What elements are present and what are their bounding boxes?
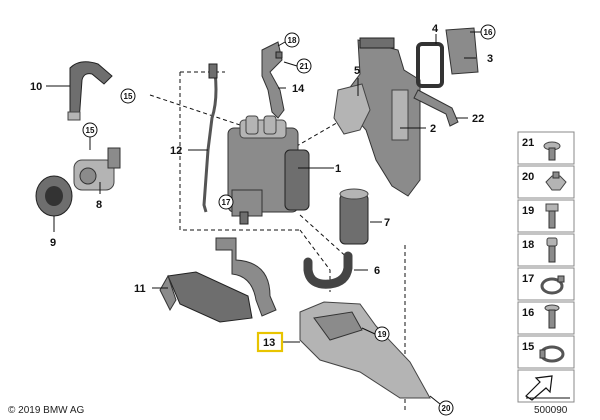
- legend-label-15: 15: [522, 341, 534, 353]
- legend-label-18: 18: [522, 239, 534, 251]
- callout-9: 9: [50, 237, 56, 249]
- circle-callout-15b: 15: [82, 122, 98, 150]
- copyright-text: © 2019 BMW AG: [8, 405, 85, 416]
- exhaust-silencer-part-11: [159, 237, 277, 323]
- callout-8: 8: [96, 199, 102, 211]
- diagram-number: 500090: [534, 405, 568, 416]
- direction-arrow-icon: [525, 375, 570, 401]
- cover-plate-part-3: [445, 27, 479, 75]
- circle-callout-16: 16: [470, 24, 496, 40]
- svg-text:15: 15: [124, 92, 133, 101]
- u-hose-part-6: [303, 251, 353, 289]
- circle-callout-19: 19: [361, 326, 390, 342]
- bracket-part-5: [333, 83, 371, 135]
- spring-clamp-icon: [539, 345, 565, 363]
- rubber-mount-part-9: [35, 175, 73, 217]
- legend-label-17: 17: [522, 273, 534, 285]
- coolant-pump-part-8: [73, 147, 121, 191]
- svg-text:21: 21: [300, 62, 309, 71]
- underbody-guard-part-13: [299, 301, 431, 399]
- socket-bolt-icon: [546, 237, 558, 263]
- callout-7: 7: [384, 217, 390, 229]
- legend-label-20: 20: [522, 171, 534, 183]
- coolant-hose-part-10: [67, 61, 113, 121]
- svg-text:18: 18: [288, 36, 297, 45]
- callout-10: 10: [30, 81, 42, 93]
- bracket-part-14: [261, 41, 285, 119]
- hex-nut-icon: [545, 171, 567, 191]
- svg-text:15: 15: [86, 126, 95, 135]
- svg-text:16: 16: [484, 28, 493, 37]
- hex-bolt-icon: [545, 203, 559, 229]
- legend-label-16: 16: [522, 307, 534, 319]
- callout-1: 1: [335, 163, 341, 175]
- fuel-line-part-12: [202, 63, 218, 213]
- callout-4: 4: [432, 23, 439, 35]
- circle-callout-17: 17: [218, 194, 234, 210]
- leader-lines: [46, 34, 476, 343]
- flange-bolt-icon: [544, 304, 560, 329]
- callout-5: 5: [354, 65, 360, 77]
- legend-label-21: 21: [522, 137, 534, 149]
- callout-3: 3: [487, 53, 493, 65]
- circle-callout-20: 20: [429, 395, 454, 416]
- svg-text:17: 17: [222, 198, 231, 207]
- strap-part-22: [413, 89, 459, 127]
- callout-6: 6: [374, 265, 380, 277]
- legend-label-19: 19: [522, 205, 534, 217]
- circle-callout-18: 18: [277, 32, 300, 48]
- callout-12: 12: [170, 145, 182, 157]
- svg-text:20: 20: [442, 404, 451, 413]
- circle-callout-15a: 15: [120, 88, 136, 104]
- callout-11: 11: [134, 283, 146, 295]
- auxiliary-heater-part-1: [227, 115, 310, 225]
- fastener-legend: 21 20 19 18 17: [517, 131, 575, 403]
- bolt-washer-icon: [543, 141, 561, 161]
- callout-13: 13: [263, 337, 275, 349]
- fuel-filter-part-7: [339, 188, 369, 245]
- seal-part-4: [416, 42, 444, 88]
- callout-13-highlight: [256, 331, 284, 353]
- callout-22: 22: [472, 113, 484, 125]
- callout-14: 14: [292, 83, 305, 95]
- circle-callout-21: 21: [283, 58, 312, 74]
- svg-text:19: 19: [378, 330, 387, 339]
- callout-2: 2: [430, 123, 436, 135]
- hose-clamp-icon: [540, 275, 565, 295]
